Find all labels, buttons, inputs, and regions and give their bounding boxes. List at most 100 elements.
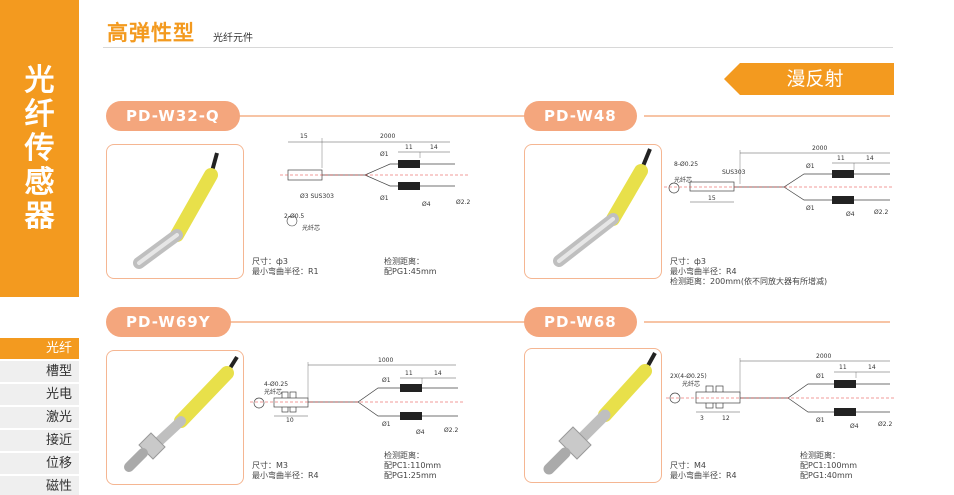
dim-label: Ø2.2 bbox=[456, 199, 470, 206]
dim-label: 2X(4-Ø0.25) bbox=[670, 373, 707, 380]
dim-label: 2000 bbox=[816, 353, 831, 360]
sidebar-title-char: 光 bbox=[24, 62, 55, 98]
dim-label: Ø1 bbox=[816, 417, 825, 424]
spec-line: 最小弯曲半径：R4 bbox=[252, 471, 319, 480]
dim-label: 11 bbox=[405, 370, 413, 377]
model-underline bbox=[226, 321, 564, 323]
dim-label: 2000 bbox=[812, 145, 827, 152]
detect-line: 配PG1:25mm bbox=[384, 471, 437, 480]
dim-label: Ø4 bbox=[846, 211, 855, 218]
model-underline bbox=[644, 321, 890, 323]
dim-label: Ø1 bbox=[380, 151, 389, 158]
spec-line: 检测距离：200mm(依不同放大器有所增减) bbox=[670, 277, 828, 286]
spec-text: 尺寸：M4 最小弯曲半径：R4 bbox=[670, 461, 737, 481]
dim-label: 14 bbox=[868, 364, 876, 371]
dim-label: 11 bbox=[839, 364, 847, 371]
detect-line: 配PG1:45mm bbox=[384, 267, 437, 276]
spec-line: 尺寸：M3 bbox=[252, 461, 288, 470]
dimension-drawing: 2000 11 14 8-Ø0.25 光纤芯 SUS303 15 Ø1 Ø4 Ø… bbox=[664, 145, 894, 218]
dim-label: 光纤芯 bbox=[674, 176, 692, 184]
sidebar-nav: 光纤 槽型 光电 激光 接近 位移 磁性 bbox=[0, 338, 79, 495]
dim-label: 15 bbox=[300, 133, 308, 140]
page-subtitle: 光纤元件 bbox=[213, 33, 253, 44]
nav-item-slot[interactable]: 槽型 bbox=[0, 361, 79, 382]
product-photo bbox=[524, 144, 662, 279]
dim-label: 14 bbox=[866, 155, 874, 162]
detect-text: 检测距离： 配PC1:100mm 配PG1:40mm bbox=[800, 451, 857, 481]
dim-label: 8-Ø0.25 bbox=[674, 161, 698, 168]
product-photo bbox=[106, 350, 244, 485]
detect-text: 检测距离： 配PG1:45mm bbox=[384, 257, 437, 277]
dim-label: Ø1 bbox=[382, 377, 391, 384]
sensor-photo-illustration bbox=[133, 152, 219, 269]
dim-label: 光纤芯 bbox=[302, 224, 320, 232]
dim-label: Ø1 bbox=[806, 163, 815, 170]
dim-label: 1000 bbox=[378, 357, 393, 364]
model-label: PD-W68 bbox=[524, 307, 637, 337]
spec-line: 尺寸：ф3 bbox=[670, 257, 706, 266]
dim-label: Ø2.2 bbox=[874, 209, 888, 216]
product-photo bbox=[524, 348, 662, 483]
dimension-drawing: 2000 11 14 2X(4-Ø0.25) 光纤芯 3 12 Ø1 Ø4 Ø2… bbox=[666, 353, 896, 430]
dimension-drawing: 1000 11 14 4-Ø0.25 光纤芯 10 Ø1 Ø4 Ø2.2 Ø1 bbox=[250, 357, 464, 436]
model-label: PD-W48 bbox=[524, 101, 637, 131]
spec-line: 尺寸：ф3 bbox=[252, 257, 288, 266]
dim-label: 15 bbox=[708, 195, 716, 202]
dim-label: Ø1 bbox=[380, 195, 389, 202]
dim-label: Ø1 bbox=[806, 205, 815, 212]
model-underline bbox=[226, 115, 564, 117]
detect-line: 配PG1:40mm bbox=[800, 471, 853, 480]
dim-label: 12 bbox=[722, 415, 730, 422]
dim-label: Ø1 bbox=[816, 373, 825, 380]
dim-label: 4-Ø0.25 bbox=[264, 381, 288, 388]
dim-label: 光纤芯 bbox=[264, 388, 282, 396]
spec-text: 尺寸：ф3 最小弯曲半径：R1 bbox=[252, 257, 319, 277]
sensor-photo-illustration bbox=[124, 355, 239, 472]
detect-line: 检测距离： bbox=[384, 257, 424, 266]
detect-line: 配PC1:110mm bbox=[384, 461, 442, 470]
model-label: PD-W69Y bbox=[106, 307, 231, 337]
dim-label: 14 bbox=[434, 370, 442, 377]
nav-item-laser[interactable]: 激光 bbox=[0, 407, 79, 428]
model-underline bbox=[644, 115, 890, 117]
spec-text: 尺寸：M3 最小弯曲半径：R4 bbox=[252, 461, 319, 481]
sidebar-title-char: 感 bbox=[24, 164, 55, 200]
dim-label: 光纤芯 bbox=[682, 380, 700, 388]
dim-label: Ø4 bbox=[422, 201, 431, 208]
sidebar-title-char: 器 bbox=[24, 198, 55, 234]
detect-line: 检测距离： bbox=[800, 451, 840, 460]
product-photo bbox=[106, 144, 244, 279]
header-divider bbox=[103, 47, 893, 48]
spec-text: 尺寸：ф3 最小弯曲半径：R4 检测距离：200mm(依不同放大器有所增减) bbox=[670, 257, 827, 287]
dim-label: Ø2.2 bbox=[444, 427, 458, 434]
nav-item-photoelectric[interactable]: 光电 bbox=[0, 384, 79, 405]
dim-label: 14 bbox=[430, 144, 438, 151]
sensor-photo-illustration bbox=[553, 148, 652, 267]
mode-banner: 漫反射 bbox=[724, 63, 894, 95]
dim-label: 11 bbox=[837, 155, 845, 162]
sensor-photo-illustration bbox=[543, 352, 657, 475]
model-label: PD-W32-Q bbox=[106, 101, 240, 131]
dim-label: Ø4 bbox=[850, 423, 859, 430]
nav-item-magnetic[interactable]: 磁性 bbox=[0, 476, 79, 495]
dim-label: 3 bbox=[700, 415, 704, 422]
dim-label: Ø4 bbox=[416, 429, 425, 436]
detect-line: 检测距离： bbox=[384, 451, 424, 460]
dim-label: Ø2.2 bbox=[878, 421, 892, 428]
sidebar-title-char: 纤 bbox=[24, 96, 55, 132]
page-title: 高弹性型 bbox=[107, 21, 195, 45]
spec-line: 尺寸：M4 bbox=[670, 461, 706, 470]
dim-label: SUS303 bbox=[722, 169, 746, 176]
spec-line: 最小弯曲半径：R1 bbox=[252, 267, 319, 276]
sidebar-title-char: 传 bbox=[24, 130, 55, 166]
dim-label: 2000 bbox=[380, 133, 395, 140]
spec-line: 最小弯曲半径：R4 bbox=[670, 471, 737, 480]
dim-label: 10 bbox=[286, 417, 294, 424]
detect-line: 配PC1:100mm bbox=[800, 461, 858, 470]
sidebar-title: 光 纤 传 感 器 bbox=[0, 0, 79, 297]
spec-line: 最小弯曲半径：R4 bbox=[670, 267, 737, 276]
dim-label: Ø3 SUS303 bbox=[300, 193, 334, 200]
nav-item-proximity[interactable]: 接近 bbox=[0, 430, 79, 451]
nav-item-fiber[interactable]: 光纤 bbox=[0, 338, 79, 359]
nav-item-displacement[interactable]: 位移 bbox=[0, 453, 79, 474]
